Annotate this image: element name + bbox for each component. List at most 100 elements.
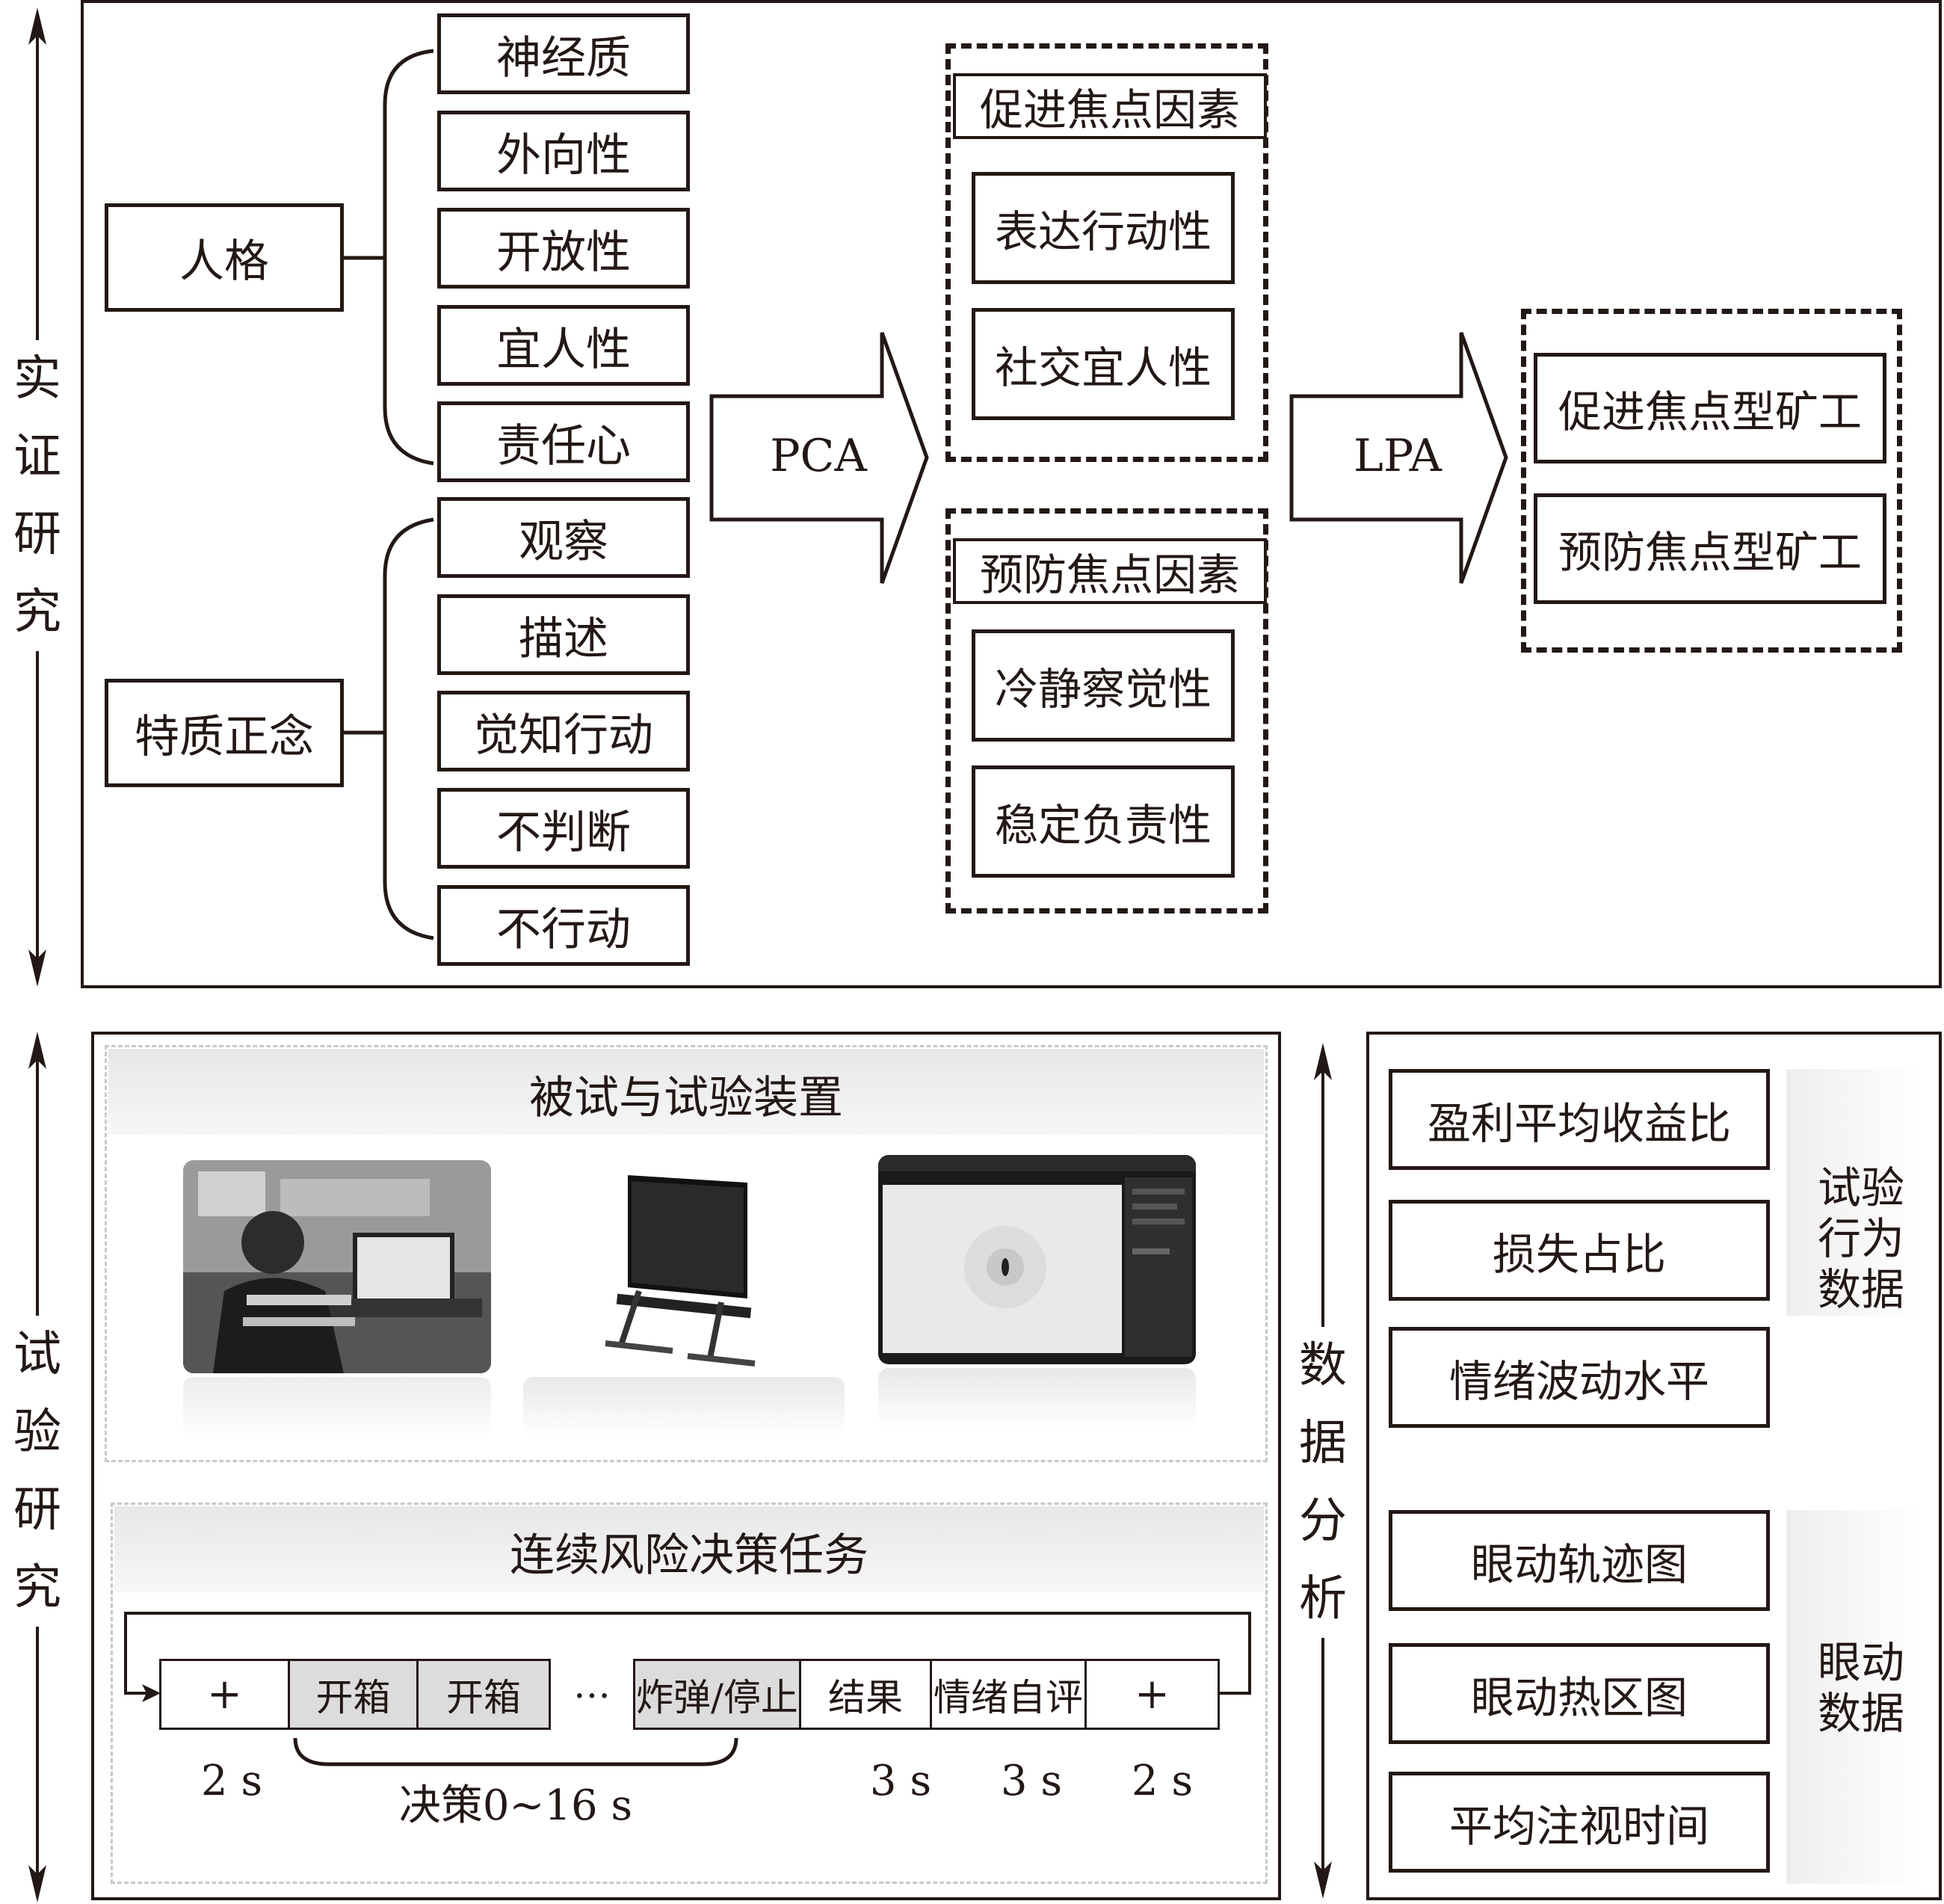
personality-brace — [344, 49, 434, 466]
facet-label: 不行动 — [496, 903, 631, 956]
facet-label: 描述 — [519, 612, 608, 665]
promotion-factors-title: 促进焦点因素 — [953, 73, 1267, 139]
facet-box-observing: 观察 — [437, 497, 690, 578]
mindfulness-brace — [344, 517, 434, 940]
duration-fixation-end: 2 s — [1131, 1757, 1194, 1805]
prevention-factors-title: 预防焦点因素 — [953, 538, 1267, 604]
timeline-step-emotion-rating: 情绪自评 — [930, 1659, 1087, 1730]
participant-photo — [183, 1160, 491, 1373]
experimental-char-3: 研 — [13, 1482, 61, 1538]
metric-box-emotion-fluctuation: 情绪波动水平 — [1389, 1327, 1770, 1428]
eye-label-band — [1786, 1510, 1922, 1884]
analysis-char-2: 据 — [1299, 1416, 1347, 1471]
timeline-step-open-box-2: 开箱 — [416, 1659, 551, 1730]
duration-decision: 决策0~16 s — [398, 1781, 633, 1830]
pca-label: PCA — [770, 430, 867, 482]
eye-label-line: 眼动 — [1817, 1637, 1904, 1688]
software-illustration — [878, 1155, 1196, 1357]
empirical-frame — [81, 0, 1942, 988]
facet-label: 觉知行动 — [474, 709, 653, 762]
miner-type-prevention: 预防焦点型矿工 — [1534, 493, 1886, 604]
facet-label: 不判断 — [496, 806, 631, 859]
factor-box-social-agreeableness: 社交宜人性 — [972, 308, 1235, 420]
analysis-char-3: 分 — [1299, 1494, 1347, 1549]
timeline-step-label: + — [207, 1670, 242, 1719]
trait-label: 责任心 — [496, 419, 631, 472]
empirical-char-2: 证 — [13, 429, 61, 484]
metric-box-mean-fixation-time: 平均注视时间 — [1389, 1772, 1770, 1873]
timeline-step-label: + — [1135, 1670, 1170, 1719]
metric-label: 眼动热区图 — [1470, 1672, 1688, 1723]
software-screenshot — [878, 1155, 1196, 1364]
duration-result: 3 s — [869, 1757, 932, 1805]
personality-box: 人格 — [105, 203, 344, 312]
participant-illustration — [183, 1160, 491, 1373]
lpa-label: LPA — [1353, 430, 1442, 482]
eye-data-label: 眼动 数据 — [1798, 1637, 1925, 1739]
factor-label: 表达行动性 — [994, 206, 1212, 257]
trait-box-extraversion: 外向性 — [437, 111, 690, 191]
trait-label: 开放性 — [496, 226, 631, 279]
analysis-char-1: 数 — [1299, 1338, 1347, 1393]
timeline-step-open-box-1: 开箱 — [288, 1659, 419, 1730]
experimental-research-label: 试 验 研 究 — [7, 1316, 67, 1627]
metric-label: 盈利平均收益比 — [1427, 1097, 1731, 1149]
trait-label: 神经质 — [496, 31, 631, 84]
facet-box-nonreactivity: 不行动 — [437, 885, 690, 966]
eye-tracker-photo — [523, 1160, 845, 1373]
facet-box-describing: 描述 — [437, 594, 690, 675]
lpa-arrow-shape — [1289, 332, 1508, 584]
timeline-step-fixation-start: + — [159, 1659, 290, 1730]
timeline-ellipsis: … — [573, 1663, 611, 1707]
facet-label: 观察 — [519, 515, 608, 568]
empirical-char-3: 研 — [13, 507, 61, 562]
timeline-step-label: 开箱 — [446, 1675, 521, 1719]
prevention-factors-group — [945, 508, 1268, 914]
behavior-label-line: 数据 — [1817, 1264, 1904, 1315]
factor-box-expressive-action: 表达行动性 — [972, 172, 1235, 284]
behavior-data-label: 试验 行为 数据 — [1798, 1162, 1925, 1315]
decision-brace — [293, 1737, 738, 1766]
timeline-step-label: 结果 — [828, 1675, 903, 1719]
mindfulness-box: 特质正念 — [105, 679, 344, 787]
timeline-step-label: 情绪自评 — [934, 1675, 1083, 1719]
duration-fixation-start: 2 s — [200, 1757, 263, 1805]
timeline-step-label: 开箱 — [315, 1675, 391, 1719]
miner-type-label: 促进焦点型矿工 — [1558, 386, 1862, 437]
timeline-step-label: 炸弹/停止 — [636, 1675, 798, 1719]
miner-types-group — [1521, 309, 1902, 653]
data-analysis-label: 数 据 分 析 — [1293, 1327, 1353, 1638]
metric-label: 平均注视时间 — [1448, 1800, 1709, 1852]
empirical-char-4: 究 — [13, 585, 61, 640]
factor-box-calm-awareness: 冷静察觉性 — [972, 629, 1235, 742]
trait-box-conscientiousness: 责任心 — [437, 401, 690, 482]
analysis-char-4: 析 — [1299, 1571, 1347, 1627]
timeline-step-fixation-end: + — [1084, 1659, 1220, 1730]
personality-label: 人格 — [179, 235, 269, 288]
trait-label: 宜人性 — [496, 323, 631, 376]
metric-label: 眼动轨迹图 — [1470, 1538, 1688, 1590]
mindfulness-label: 特质正念 — [135, 711, 314, 763]
experimental-char-2: 验 — [13, 1405, 61, 1460]
factor-box-stable-responsibility: 稳定负责性 — [972, 765, 1235, 878]
factor-label: 冷静察觉性 — [994, 664, 1212, 715]
trait-box-openness: 开放性 — [437, 208, 690, 289]
trait-box-agreeableness: 宜人性 — [437, 305, 690, 386]
metric-box-heatmap: 眼动热区图 — [1389, 1643, 1770, 1744]
metric-box-loss-ratio: 损失占比 — [1389, 1200, 1770, 1301]
analysis-frame — [1366, 1032, 1942, 1900]
timeline-step-result: 结果 — [799, 1659, 932, 1730]
task-title: 连续风险决策任务 — [510, 1529, 868, 1582]
behavior-label-line: 试验 — [1817, 1162, 1904, 1213]
experimental-char-1: 试 — [13, 1327, 61, 1382]
empirical-char-1: 实 — [13, 351, 61, 407]
duration-emotion-rating: 3 s — [1000, 1757, 1063, 1805]
facet-box-nonjudging: 不判断 — [437, 788, 690, 869]
timeline-loop — [124, 1612, 1251, 1702]
promotion-title-label: 促进焦点因素 — [979, 84, 1240, 135]
trait-box-neuroticism: 神经质 — [437, 13, 690, 94]
eye-label-line: 数据 — [1817, 1688, 1904, 1739]
experiment-frame — [91, 1032, 1281, 1900]
timeline-step-bomb-stop: 炸弹/停止 — [633, 1659, 801, 1730]
